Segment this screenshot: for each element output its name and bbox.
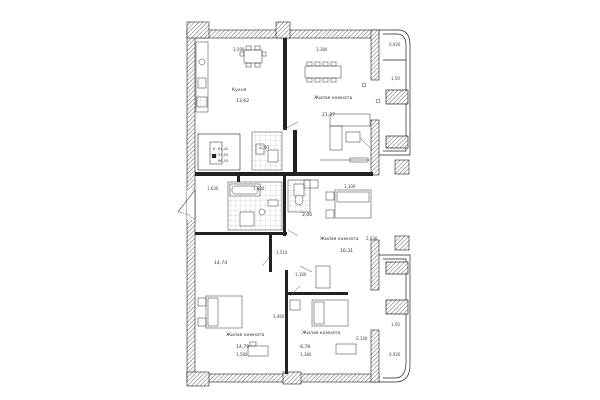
dim-kitchen-width: 3,590: [233, 47, 245, 52]
dim-bath-right-width: 1,830: [253, 186, 265, 191]
dim-hall-vertical: 1,510: [276, 250, 288, 255]
dimension-labels: 3,590 3,380 0,920 1,50 1,630 1,830 3,100…: [207, 42, 401, 357]
summary-row3-value: 86,55: [218, 159, 228, 163]
kitchen-furniture: [195, 41, 267, 113]
area-summary-box: Б 81,42 ЖС 55,05 86,55: [197, 133, 241, 171]
wc-top: [251, 131, 283, 171]
dim-bath-left-width: 1,630: [207, 186, 219, 191]
dim-bedroom-left-height: 3,460: [273, 314, 285, 319]
toilet-room: [287, 179, 311, 213]
dim-living-right-height: 5,630: [366, 236, 378, 241]
dim-living-width: 3,380: [316, 47, 328, 52]
summary-row1-label: Б: [213, 147, 216, 151]
bedroom-bottom-furniture: [289, 299, 357, 355]
dim-bedroom-left-width: 3,580: [236, 352, 248, 357]
living-right-furniture: [303, 179, 372, 289]
room-area-bath: 2,06: [302, 212, 312, 218]
room-area-living-right: 16,31: [340, 248, 353, 254]
summary-row2-value: 55,05: [218, 153, 228, 157]
room-area-kitchen: 13,62: [236, 98, 249, 104]
room-area-bedroom-bottom: 8,78: [300, 344, 310, 350]
room-area-hall: 14,74: [214, 260, 227, 266]
dim-corner-bottom-width: 0,920: [389, 352, 401, 357]
bay-window-bottom: [379, 254, 411, 383]
room-area-wc: 2,40: [259, 145, 269, 151]
room-label-bedroom-left: Жилая комната: [226, 332, 264, 338]
summary-row1-value: 81,42: [218, 147, 228, 151]
dim-bedroom-bottom-height: 2,140: [356, 336, 368, 341]
dim-hall-door-width: 1,160: [295, 272, 307, 277]
living-top-furniture: [304, 61, 381, 163]
room-labels: Кухня 13,62 Жилая комната 21,37 Жилая ко…: [214, 87, 358, 350]
room-label-living-right: Жилая комната: [320, 236, 358, 242]
room-area-living-top: 21,37: [322, 112, 335, 118]
side-columns: [394, 159, 410, 251]
room-label-bedroom-bottom: Жилая комната: [302, 330, 340, 336]
dim-living-right-width: 3,100: [344, 184, 356, 189]
dim-balcony-bottom-height: 1,50: [391, 322, 400, 327]
interior-walls: [195, 38, 373, 374]
bay-window-top: [379, 29, 411, 156]
dim-bedroom-bottom-width: 3,380: [300, 352, 312, 357]
bedroom-left-furniture: [197, 295, 269, 357]
summary-row2-label: ЖС: [211, 153, 218, 157]
room-area-bedroom-left: 14,79: [236, 344, 249, 350]
bathroom: [227, 181, 283, 231]
room-label-living-top: Жилая комната: [314, 95, 352, 101]
dim-balcony-top-height: 1,50: [391, 76, 400, 81]
entrance-door: [177, 189, 196, 221]
dim-corner-top-width: 0,920: [389, 42, 401, 47]
door-swings: [261, 121, 373, 297]
room-label-kitchen: Кухня: [232, 87, 247, 93]
